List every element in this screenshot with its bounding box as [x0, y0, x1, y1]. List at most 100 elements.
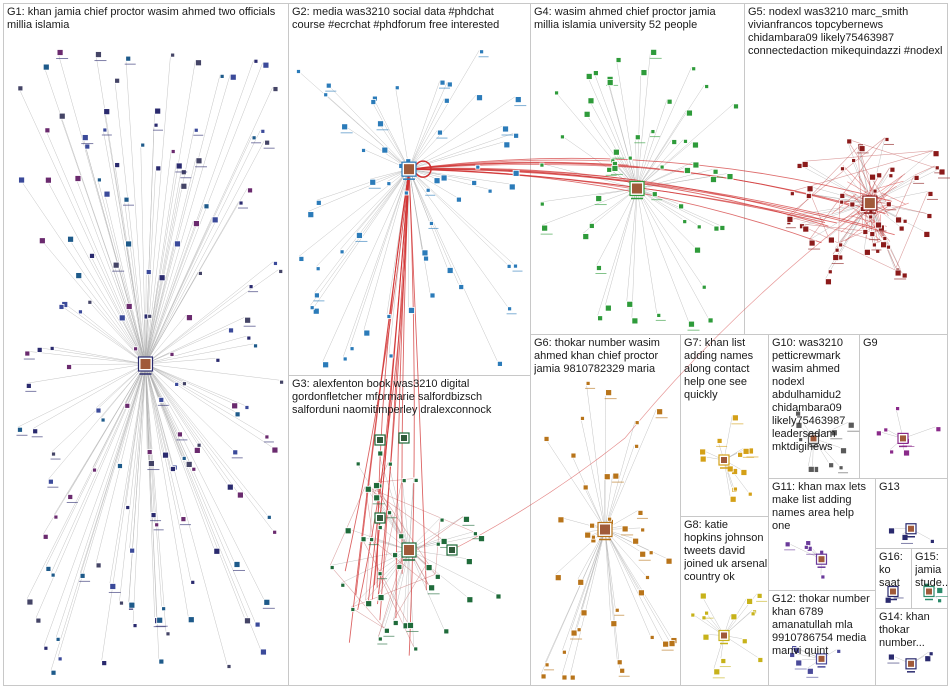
- edge: [604, 529, 663, 642]
- node-g3: [377, 571, 383, 577]
- edge: [541, 188, 638, 226]
- node-g2: [388, 353, 394, 359]
- node-g1: [165, 631, 171, 637]
- edge: [345, 527, 410, 551]
- edge: [89, 253, 146, 365]
- edge: [145, 363, 228, 665]
- node-g4: [585, 73, 593, 80]
- highlight-edge: [451, 437, 626, 551]
- edge: [43, 363, 146, 647]
- node-g4: [701, 284, 707, 290]
- node-g1: [75, 272, 83, 279]
- highlight-edge: [847, 181, 875, 198]
- node-g3: [377, 450, 384, 457]
- node-g6: [648, 550, 654, 556]
- node-g7: [729, 495, 737, 503]
- node-g2: [377, 120, 384, 128]
- node-g6: [605, 389, 613, 397]
- node-g5: [789, 191, 795, 197]
- edge: [408, 169, 498, 362]
- edge: [145, 363, 167, 632]
- edge: [296, 69, 410, 170]
- node-g2: [370, 99, 377, 105]
- edge: [102, 127, 146, 365]
- edge: [557, 516, 606, 530]
- node-g5: [932, 150, 940, 158]
- node-g1: [231, 402, 239, 410]
- node-g6: [619, 667, 626, 674]
- node-g5: [888, 173, 894, 179]
- edge: [57, 363, 146, 657]
- edge: [636, 129, 652, 189]
- node-g5: [832, 254, 840, 261]
- edge: [408, 169, 430, 222]
- node-g6: [591, 534, 596, 540]
- node-g4: [682, 219, 688, 225]
- person-photo-icon: [377, 515, 383, 521]
- node-g7: [733, 486, 738, 492]
- edge: [145, 74, 221, 365]
- node-g4: [696, 224, 702, 230]
- edge: [316, 168, 410, 201]
- edge: [408, 96, 516, 170]
- node-g10: [847, 421, 855, 429]
- node-g6: [561, 674, 568, 681]
- node-g3: [377, 636, 383, 642]
- edge: [604, 529, 618, 660]
- node-g4: [606, 79, 614, 86]
- highlight-edge: [408, 168, 895, 236]
- node-g6: [656, 408, 664, 416]
- node-g8: [704, 610, 709, 616]
- node-g3: [413, 646, 419, 652]
- edge: [145, 363, 273, 531]
- node-g1: [195, 59, 202, 67]
- edge: [48, 363, 146, 480]
- edge: [593, 70, 638, 189]
- edge: [145, 363, 266, 436]
- node-g5: [926, 213, 933, 219]
- node-g10: [828, 462, 835, 469]
- edge: [372, 96, 410, 170]
- node-g1: [273, 261, 278, 266]
- edge: [407, 549, 410, 623]
- node-g2: [429, 221, 434, 226]
- edge: [145, 317, 245, 365]
- node-g1: [170, 466, 176, 472]
- node-g10: [795, 410, 801, 417]
- node-g1: [229, 73, 237, 81]
- node-g5: [901, 272, 908, 279]
- node-g1: [248, 284, 254, 290]
- node-g1: [272, 86, 279, 92]
- person-photo-icon: [818, 556, 825, 563]
- edge: [636, 84, 705, 189]
- edge: [597, 188, 638, 316]
- node-g5: [882, 235, 888, 241]
- node-g3: [355, 461, 361, 467]
- highlight-edge: [348, 169, 410, 643]
- node-g5: [923, 231, 931, 238]
- node-g5: [889, 166, 896, 173]
- node-g3: [392, 620, 399, 626]
- edge: [569, 529, 606, 676]
- node-g8: [713, 668, 721, 676]
- node-g1: [42, 533, 49, 540]
- edge: [87, 300, 146, 365]
- edge: [806, 193, 870, 204]
- node-g6: [632, 537, 640, 545]
- node-g1: [92, 467, 97, 473]
- edge: [145, 363, 273, 448]
- edge: [145, 327, 229, 365]
- node-g1: [180, 516, 187, 523]
- edge: [604, 473, 614, 530]
- edge: [802, 150, 934, 162]
- edge: [145, 363, 245, 618]
- node-g1: [117, 463, 123, 469]
- edge: [42, 363, 146, 535]
- node-g4: [583, 110, 591, 118]
- edge: [636, 103, 734, 189]
- edge: [145, 363, 195, 448]
- node-g5: [840, 166, 845, 172]
- node-g4: [704, 84, 710, 89]
- node-g1: [89, 252, 95, 259]
- highlight-edge: [842, 165, 872, 196]
